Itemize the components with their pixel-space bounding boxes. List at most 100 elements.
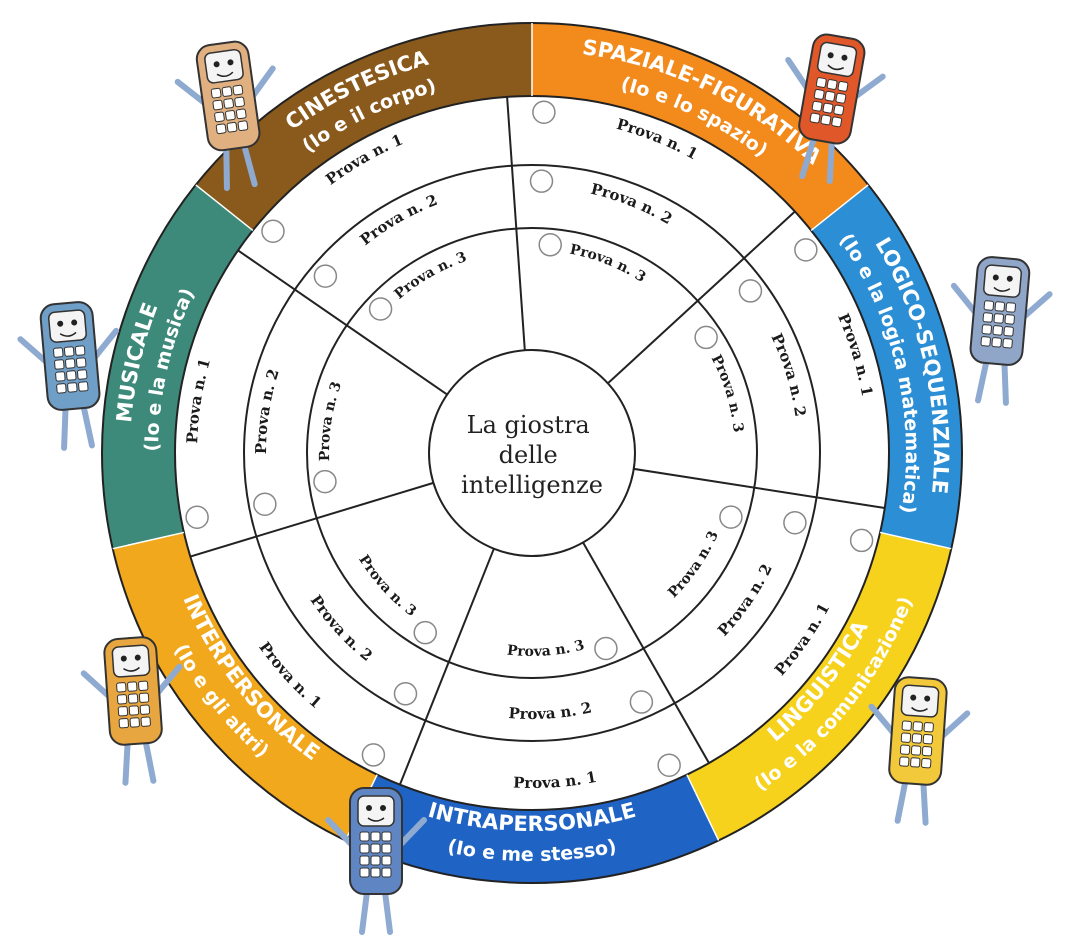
keypad-key	[223, 98, 235, 109]
check-circle-logico-ring3[interactable]	[694, 325, 718, 350]
keypad-key	[221, 86, 233, 97]
band-divider	[879, 531, 952, 550]
check-circle-cinestesica-ring3[interactable]	[368, 297, 393, 321]
mascot-arms	[17, 327, 120, 366]
keypad-key	[826, 79, 838, 90]
keypad-key	[831, 116, 843, 128]
keypad-key	[824, 90, 836, 102]
keypad-key	[359, 831, 370, 842]
keypad-key	[54, 359, 65, 370]
mascot-arms	[174, 65, 276, 107]
keypad-key	[982, 312, 994, 323]
keypad-key	[78, 381, 89, 392]
keypad-key	[140, 716, 151, 727]
spoke	[398, 548, 495, 786]
mascot-eye-icon	[924, 695, 931, 702]
keypad-key	[370, 843, 381, 854]
mascot-screen	[983, 264, 1023, 298]
keypad-key	[991, 337, 1002, 348]
mascots	[17, 33, 1053, 935]
mascot-keypad	[899, 720, 934, 769]
mascot-legs	[61, 403, 95, 451]
check-circle-intrapersonale-ring3[interactable]	[594, 636, 618, 661]
mascot-eye-icon	[57, 320, 64, 327]
keypad-key	[822, 102, 834, 114]
band-divider	[686, 774, 720, 841]
mascot-keypad	[53, 345, 89, 394]
keypad-key	[811, 100, 823, 112]
mascot-logico	[950, 256, 1053, 406]
mascot-screen	[816, 41, 858, 78]
check-circle-linguistica-ring1[interactable]	[849, 528, 874, 553]
check-circle-intrapersonale-ring2[interactable]	[629, 690, 654, 714]
check-circle-cinestesica-ring2[interactable]	[313, 264, 338, 288]
check-circle-interpersonale-ring2[interactable]	[393, 682, 418, 706]
keypad-key	[74, 345, 86, 356]
check-circle-spaziale-ring1[interactable]	[532, 100, 556, 124]
keypad-key	[912, 721, 923, 732]
keypad-key	[381, 843, 392, 854]
band-interpersonale	[112, 532, 378, 841]
mascot-arms	[950, 282, 1053, 321]
band-cinestesica	[195, 23, 532, 231]
mascot-screen	[204, 48, 244, 84]
keypad-key	[56, 383, 67, 394]
center-title: La giostra delle intelligenze	[461, 411, 603, 499]
mascot-eye-icon	[992, 274, 999, 281]
keypad-key	[993, 313, 1004, 324]
mascot-legs	[894, 778, 929, 826]
check-circle-logico-ring2[interactable]	[738, 279, 763, 303]
check-circle-linguistica-ring2[interactable]	[783, 510, 807, 535]
mascot-legs	[223, 142, 258, 192]
band-divider	[112, 531, 185, 550]
check-circle-cinestesica-ring1[interactable]	[261, 219, 285, 243]
keypad-key	[911, 733, 923, 744]
check-circle-spaziale-ring3[interactable]	[538, 233, 562, 257]
check-circle-musicale-ring1[interactable]	[185, 505, 209, 529]
spoke	[506, 96, 526, 351]
keypad-key	[128, 705, 140, 716]
check-circle-spaziale-ring2[interactable]	[529, 169, 554, 193]
band-divider	[810, 184, 869, 232]
check-circle-interpersonale-ring3[interactable]	[413, 620, 438, 645]
spoke	[633, 467, 885, 509]
mascot-legs	[359, 889, 393, 935]
keypad-key	[75, 357, 87, 368]
mascot-cinestesica	[174, 40, 276, 192]
mascot-eye-icon	[120, 655, 127, 662]
keypad-key	[833, 104, 845, 116]
ring-middle	[243, 164, 821, 742]
check-circle-logico-ring1[interactable]	[794, 238, 818, 262]
keypad-key	[138, 692, 150, 703]
mascot-interpersonale	[80, 636, 183, 786]
keypad-key	[65, 358, 76, 369]
check-circle-linguistica-ring3[interactable]	[719, 505, 743, 529]
keypad-key	[370, 855, 381, 866]
mascot-mouth-icon	[827, 64, 845, 71]
keypad-key	[127, 693, 139, 704]
keypad-key	[226, 121, 238, 133]
check-circle-musicale-ring3[interactable]	[313, 469, 337, 494]
keypad-key	[129, 717, 140, 728]
keypad-key	[55, 371, 66, 382]
keypad-key	[117, 706, 129, 717]
band-linguistica	[686, 532, 952, 841]
mascot-intrapersonale	[325, 787, 427, 935]
mascot-eye-icon	[213, 61, 220, 68]
check-circle-interpersonale-ring1[interactable]	[361, 743, 386, 767]
keypad-key	[215, 123, 227, 135]
keypad-key	[381, 867, 392, 878]
keypad-key	[899, 756, 910, 767]
keypad-key	[127, 681, 138, 692]
mascot-keypad	[980, 300, 1016, 349]
check-circle-musicale-ring2[interactable]	[253, 492, 277, 516]
keypad-key	[980, 336, 991, 347]
keypad-key	[1003, 326, 1014, 337]
keypad-key	[994, 301, 1006, 312]
keypad-key	[225, 110, 236, 121]
mascot-arms	[80, 663, 183, 700]
check-circle-intrapersonale-ring1[interactable]	[657, 753, 681, 777]
mascot-mouth-icon	[993, 286, 1011, 292]
mascot-keypad	[116, 680, 151, 729]
mascot-eye-icon	[910, 694, 917, 701]
